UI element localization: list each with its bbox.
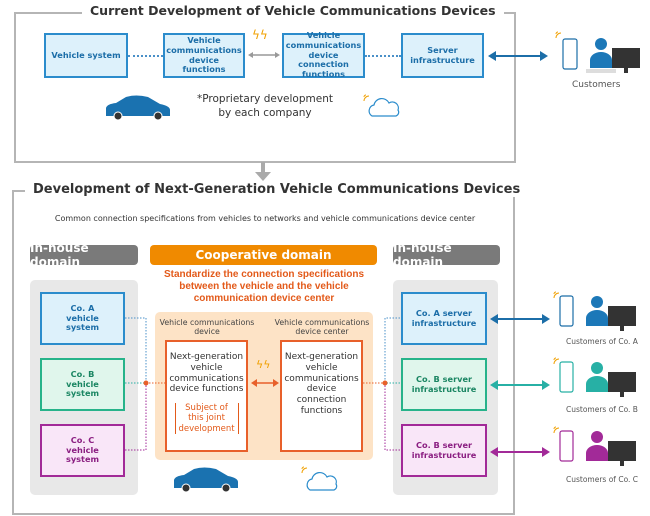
inhouse-right-label: In-house domain [393, 241, 500, 269]
co-b-server-box: Co. B server infrastructure [401, 358, 487, 411]
blue-double-arrow [490, 314, 550, 324]
co-c-vehicle-box: Co. C vehicle system [40, 424, 125, 477]
purple-double-arrow [490, 447, 550, 457]
connector [365, 55, 401, 57]
connector [128, 55, 163, 57]
customers-label: Customers [572, 80, 621, 90]
next-title: Development of Next-Generation Vehicle C… [25, 182, 529, 197]
customers-co-b-label: Customers of Co. B [566, 405, 638, 414]
server-infrastructure-box: Server infrastructure [401, 33, 484, 78]
next-subtitle: Common connection specifications from ve… [54, 214, 476, 223]
lightning-icon: ϟϟ [256, 358, 271, 371]
inhouse-left-label: In-house domain [30, 241, 138, 269]
co-a-vehicle-box: Co. A vehicle system [40, 292, 125, 345]
car-icon [174, 467, 238, 492]
co-a-server-box: Co. A server infrastructure [401, 292, 487, 345]
subject-bracket: Subject of this joint development [174, 403, 239, 434]
device-functions-box: Vehicle communications device functions [163, 33, 245, 78]
device-box-text: Next-generation vehicle communications d… [169, 352, 244, 395]
left-connectors [125, 317, 165, 451]
co-c-server-box: Co. B server infrastructure [401, 424, 487, 477]
customer-icon [555, 31, 640, 73]
cloud-icon [301, 466, 338, 491]
device-label: Vehicle communications device [159, 318, 255, 337]
right-connectors [363, 317, 403, 451]
center-label: Vehicle communications device center [274, 318, 370, 337]
cooperative-label: Cooperative domain [150, 245, 377, 265]
note-line2: by each company [218, 107, 312, 120]
orange-double-arrow [251, 379, 279, 387]
connection-functions-box: Next-generation vehicle communications d… [280, 340, 363, 452]
device-functions-box: Next-generation vehicle communications d… [165, 340, 248, 452]
customer-b-icon [553, 357, 636, 397]
customers-co-a-label: Customers of Co. A [566, 337, 638, 346]
note-line1: *Proprietary development [197, 93, 333, 105]
customer-c-icon [553, 426, 636, 466]
customer-a-icon [553, 291, 636, 331]
car-icon [106, 95, 170, 120]
vehicle-system-box: Vehicle system [44, 33, 128, 78]
co-b-vehicle-box: Co. B vehicle system [40, 358, 125, 411]
connection-functions-box: Vehicle communications device connection… [282, 30, 365, 79]
customers-co-c-label: Customers of Co. C [566, 475, 639, 484]
down-arrow [255, 162, 271, 181]
lightning-icon: ϟϟ [252, 28, 268, 42]
teal-double-arrow [490, 380, 550, 390]
blue-double-arrow [488, 51, 548, 61]
standardize-text: Standardize the connection specification… [163, 269, 365, 304]
proprietary-note: *Proprietary development by each company [185, 92, 345, 120]
cloud-icon [363, 94, 400, 117]
gray-double-arrow [248, 52, 280, 58]
current-title: Current Development of Vehicle Communica… [82, 3, 504, 18]
